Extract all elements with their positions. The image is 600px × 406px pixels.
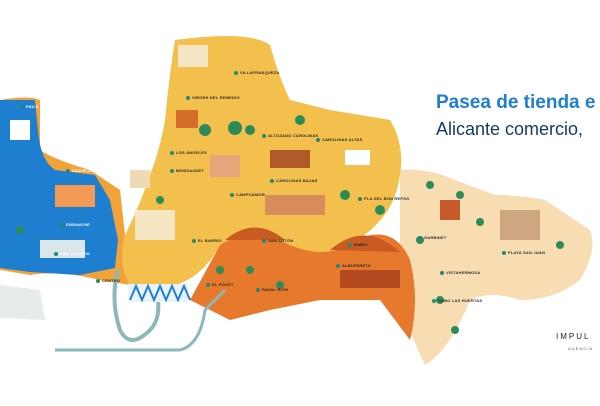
building: [500, 210, 540, 240]
map-label-garbinet: GARBINET: [418, 235, 447, 241]
port-jetty: [112, 269, 161, 342]
building: [210, 155, 240, 177]
building: [265, 195, 325, 215]
building: [178, 45, 208, 67]
map-label-san-blas: SAN BLAS: [66, 168, 94, 174]
map-label-altozano: ALTOZANO CAROLINAS: [262, 133, 318, 139]
building: [10, 120, 30, 140]
beach-stripes: [129, 283, 191, 303]
hill-castle: [225, 227, 285, 240]
south-coast-land: [190, 234, 415, 340]
map-label-los-angeles: LOS ÁNGELES: [170, 150, 207, 156]
map-label-pau5: PAU 5: [20, 104, 38, 110]
brand-logo: IMPUL: [556, 332, 591, 341]
coastal-road: [38, 67, 103, 167]
map-label-campoamor: CAMPOAMOR: [230, 192, 265, 198]
building: [135, 210, 175, 240]
map-label-virgen-remedio: VIRGEN DEL REMEDIO: [186, 95, 240, 101]
headline: Pasea de tienda e: [436, 92, 596, 113]
map-label-ensanche: ENSANCHE: [60, 222, 90, 228]
building: [345, 150, 370, 165]
building: [130, 170, 150, 188]
map-label-playa-san-juan: PLAYA SAN JUAN: [502, 250, 545, 256]
map-label-vistahermosa: VISTAHERMOSA: [440, 270, 480, 276]
map-label-centro: CENTRO: [96, 278, 120, 284]
map-label-cabo-huertas: CABO LAS HUERTAS: [432, 298, 482, 304]
map-label-san-antonio: SAN ANTONIO: [54, 251, 90, 257]
map-label-villafranqueza: VILLAFRANQUEZA: [234, 70, 279, 76]
map-label-el-barrio: EL BARRIO: [192, 238, 222, 244]
building: [440, 200, 460, 220]
subheadline: Alicante comercio,: [436, 119, 584, 139]
building: [270, 150, 310, 168]
map-label-raval-roig: RAVAL ROIG: [256, 287, 288, 293]
map-label-el-pocet: EL POCET: [206, 282, 234, 288]
map-label-san-anton: SAN ANTÓN: [262, 238, 293, 244]
pier: [0, 285, 45, 320]
map-label-albufereta: ALBUFERETA: [336, 263, 371, 269]
map-label-babel: BABEL: [348, 242, 369, 248]
map-label-pla-bon-repos: PLA DEL BON REPÒS: [358, 196, 409, 202]
map-label-carolinas-bajas: CAROLINAS BAJAS: [270, 178, 317, 184]
building: [340, 270, 400, 288]
building: [55, 185, 95, 207]
brand-tagline: AGENCIA: [568, 346, 594, 351]
building: [176, 110, 198, 128]
map-label-carolinas-altas: CAROLINAS ALTAS: [316, 137, 362, 143]
map-label-benisaudet: BENISAUDET: [170, 168, 204, 174]
port-road: [55, 288, 227, 352]
